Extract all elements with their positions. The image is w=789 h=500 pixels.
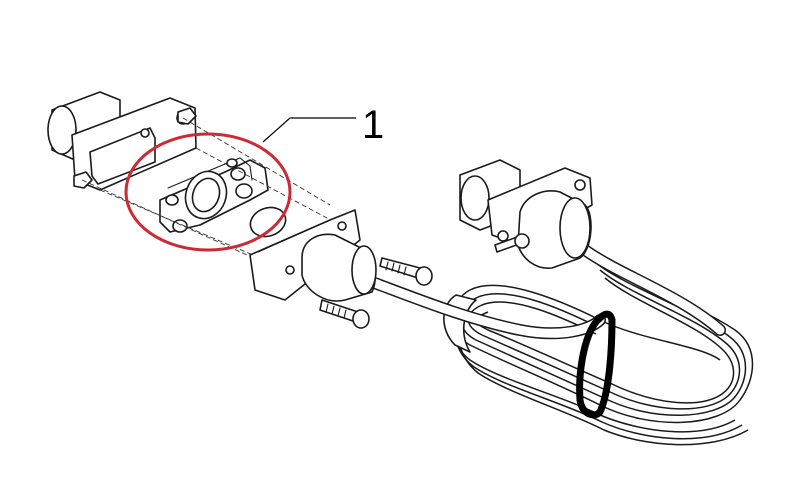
- highlight-ring: [124, 132, 292, 252]
- cable-plug-icon: [249, 206, 377, 302]
- d-sub-connector-mount-icon: [47, 91, 197, 191]
- cable-tie-icon: [576, 310, 616, 419]
- cable-segment-left: [366, 276, 606, 340]
- screw-icon: [379, 257, 433, 286]
- alignment-lines: [81, 117, 341, 276]
- screw-icon: [319, 299, 370, 329]
- cable-segment-right: [579, 244, 726, 336]
- screw-icon: [494, 233, 530, 253]
- d-sub-connector-right: [459, 159, 593, 269]
- gasket-part-icon: [159, 157, 269, 233]
- callout-leader: [262, 117, 356, 143]
- callout-number: 1: [362, 103, 384, 147]
